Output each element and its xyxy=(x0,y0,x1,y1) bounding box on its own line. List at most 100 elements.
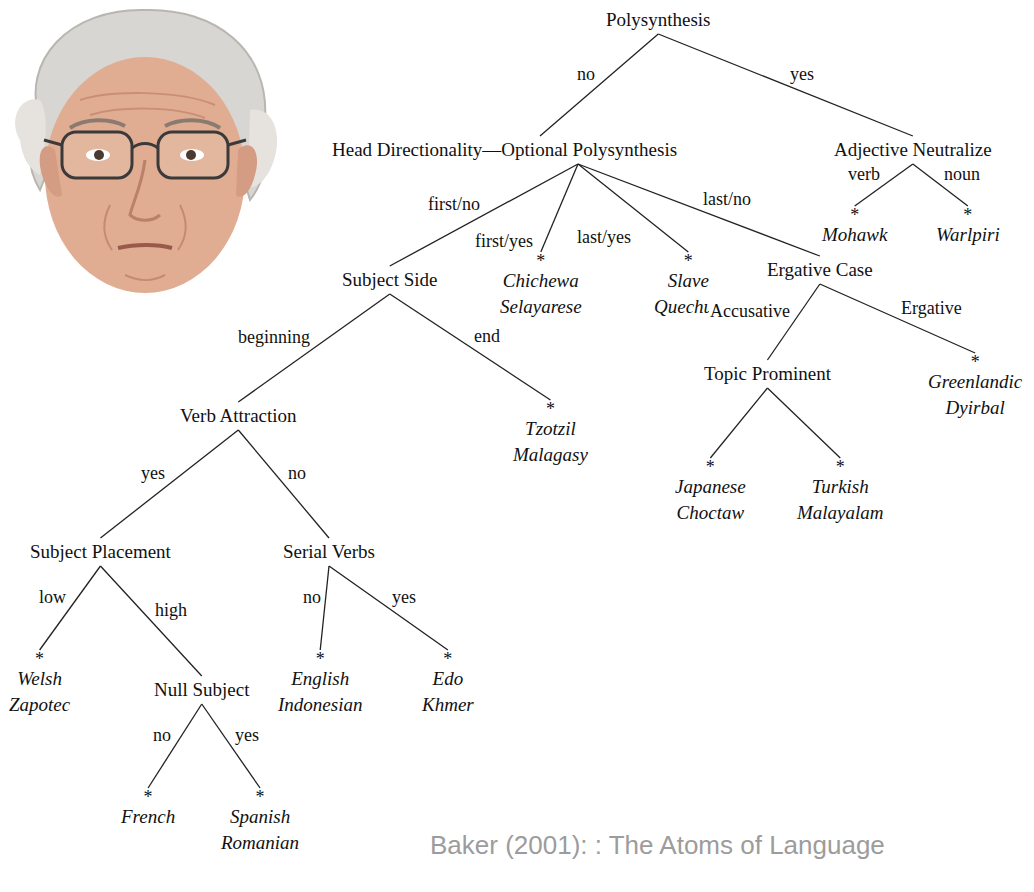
ear-left xyxy=(40,146,62,197)
tree-branch xyxy=(541,164,578,252)
wrinkle xyxy=(90,109,205,118)
tree-branch xyxy=(540,34,658,136)
branch-value: high xyxy=(154,601,188,620)
leaf-marker: * xyxy=(675,460,746,474)
tree-branch xyxy=(148,704,202,788)
language-names: Mohawk xyxy=(822,222,887,248)
branch-value: yes xyxy=(140,464,166,483)
language-leaf: *Warlpiri xyxy=(936,208,1000,248)
branch-value: first/no xyxy=(427,195,481,214)
language-names: Welsh Zapotec xyxy=(9,666,70,718)
parameter-node: Ergative Case xyxy=(767,258,873,282)
language-leaf: *Welsh Zapotec xyxy=(9,652,70,718)
leaf-marker: * xyxy=(500,254,582,268)
leaf-marker: * xyxy=(928,355,1022,369)
branch-value: end xyxy=(473,327,501,346)
branch-value: last/yes xyxy=(576,228,632,247)
language-leaf: *Edo Khmer xyxy=(422,652,474,718)
language-names: French xyxy=(121,804,175,830)
branch-value: low xyxy=(38,588,67,607)
language-leaf: *French xyxy=(121,790,175,830)
parameter-name: Head Directionality—Optional Polysynthes… xyxy=(332,138,677,162)
ear-right xyxy=(236,145,257,196)
nose xyxy=(130,160,160,220)
parameter-node: Topic Prominent xyxy=(704,362,831,386)
eye xyxy=(180,149,204,161)
eyebrow xyxy=(165,120,220,128)
parameter-name: Serial Verbs xyxy=(283,540,375,564)
language-leaf: *Greenlandic Dyirbal xyxy=(928,355,1022,421)
glasses-lens xyxy=(62,132,132,178)
tree-branch xyxy=(820,284,975,353)
leaf-marker: * xyxy=(422,652,474,666)
branch-value: verb xyxy=(847,165,881,184)
branch-value: first/yes xyxy=(474,232,534,251)
parameter-name: Null Subject xyxy=(154,678,250,702)
tree-branch xyxy=(767,388,840,458)
language-leaf: *English Indonesian xyxy=(278,652,362,718)
parameter-name: Polysynthesis xyxy=(606,8,711,32)
language-names: Warlpiri xyxy=(936,222,1000,248)
branch-value: beginning xyxy=(237,328,311,347)
leaf-marker: * xyxy=(221,790,299,804)
parameter-name: Subject Side xyxy=(342,268,438,292)
leaf-marker: * xyxy=(822,208,887,222)
leaf-marker: * xyxy=(936,208,1000,222)
language-leaf: *Mohawk xyxy=(822,208,887,248)
leaf-marker: * xyxy=(797,460,884,474)
language-names: Chichewa Selayarese xyxy=(500,268,582,320)
chin xyxy=(125,275,165,280)
eyebrow xyxy=(70,120,125,128)
portrait-illustration xyxy=(0,0,290,300)
language-names: Edo Khmer xyxy=(422,666,474,718)
branch-value: yes xyxy=(234,726,260,745)
leaf-marker: * xyxy=(9,652,70,666)
language-names: Turkish Malayalam xyxy=(797,474,884,526)
parameter-name: Topic Prominent xyxy=(704,362,831,386)
parameter-node: Polysynthesis xyxy=(606,8,711,32)
language-names: Spanish Romanian xyxy=(221,804,299,856)
glasses-arm xyxy=(44,140,62,145)
mouth xyxy=(118,245,172,248)
branch-value: no xyxy=(576,65,596,84)
tree-branch xyxy=(658,34,913,136)
parameter-name: Ergative Case xyxy=(767,258,873,282)
eye xyxy=(86,149,110,161)
tree-branch xyxy=(40,566,101,650)
tree-branch xyxy=(100,430,238,538)
parameter-node: Subject Placement xyxy=(30,540,171,564)
cheek-line xyxy=(104,205,112,250)
tree-branch xyxy=(238,430,329,538)
tree-branch xyxy=(320,566,329,650)
branch-value: Ergative xyxy=(900,299,963,318)
tree-branch xyxy=(238,294,389,402)
leaf-marker: * xyxy=(121,790,175,804)
language-leaf: *Spanish Romanian xyxy=(221,790,299,856)
tree-branch xyxy=(767,284,819,360)
leaf-marker: * xyxy=(513,402,588,416)
branch-value: no xyxy=(152,726,172,745)
branch-value: Accusative xyxy=(709,302,791,321)
language-names: Tzotzil Malagasy xyxy=(513,416,588,468)
pupil xyxy=(94,150,104,160)
parameter-name: Subject Placement xyxy=(30,540,171,564)
parameter-node: Adjective Neutralize xyxy=(834,138,992,162)
language-leaf: *Japanese Choctaw xyxy=(675,460,746,526)
branch-value: last/no xyxy=(702,190,752,209)
branch-value: no xyxy=(302,588,322,607)
language-leaf: *Turkish Malayalam xyxy=(797,460,884,526)
tree-branch xyxy=(202,704,260,788)
leaf-marker: * xyxy=(278,652,362,666)
branch-value: noun xyxy=(943,165,981,184)
branch-value: no xyxy=(287,464,307,483)
glasses-lens xyxy=(158,132,228,178)
pupil xyxy=(186,150,196,160)
parameter-name: Verb Attraction xyxy=(180,404,297,428)
tree-branch xyxy=(100,566,201,676)
language-names: Greenlandic Dyirbal xyxy=(928,369,1022,421)
language-names: Japanese Choctaw xyxy=(675,474,746,526)
branch-value: yes xyxy=(391,588,417,607)
wrinkle xyxy=(80,93,215,105)
leaf-marker: * xyxy=(654,254,723,268)
